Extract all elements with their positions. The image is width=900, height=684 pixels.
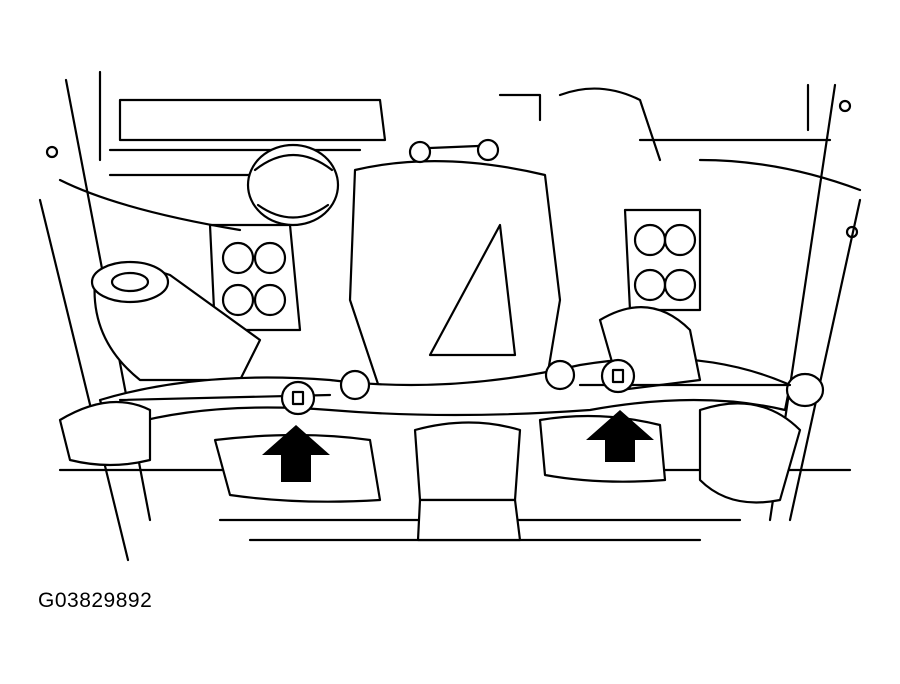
oil-filter: [246, 143, 340, 227]
oil-pan: [348, 138, 562, 392]
bolt-icon: [611, 368, 625, 384]
right-exhaust-ports: [623, 208, 702, 312]
bolt-icon: [291, 390, 305, 406]
figure-id-label: G03829892: [38, 589, 153, 612]
left-mount-bolt: [280, 380, 316, 416]
left-exhaust-pipe: [90, 260, 262, 382]
right-arrow-icon: [586, 410, 654, 462]
left-exhaust-ports: [208, 223, 302, 332]
right-mount-bolt: [600, 358, 636, 394]
left-arrow-icon: [262, 425, 330, 482]
